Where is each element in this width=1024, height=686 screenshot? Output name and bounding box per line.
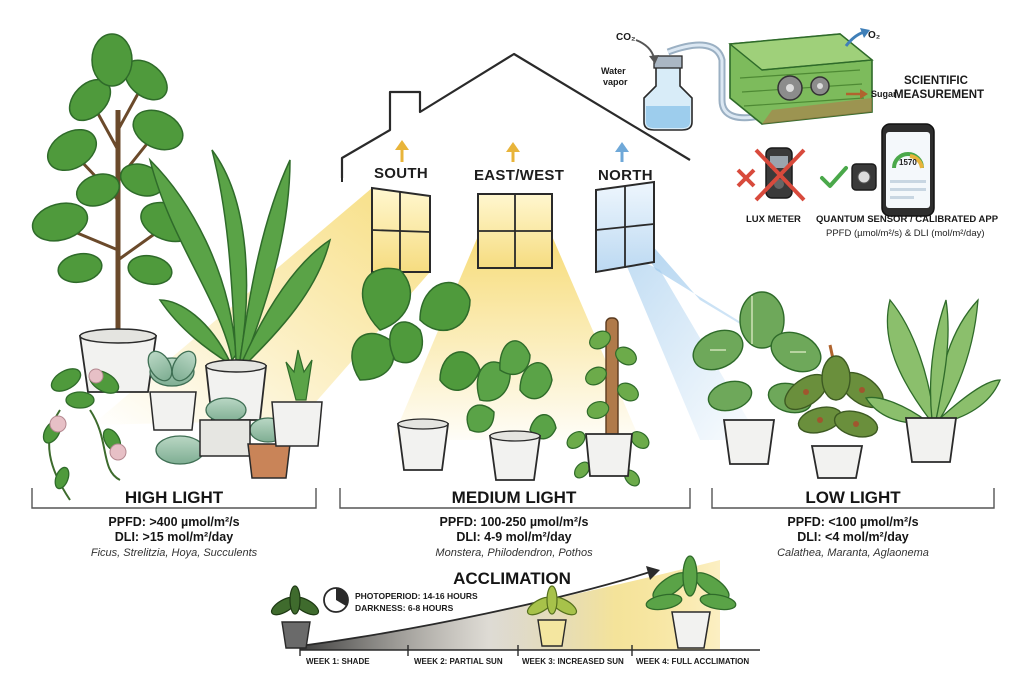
eastwest-window: [477, 193, 553, 269]
science-title-line1: SCIENTIFIC: [904, 75, 968, 87]
low-light-dli: DLI: <4 mol/m²/day: [797, 530, 909, 544]
week3-plant: [526, 585, 578, 647]
south-arrow-icon: [395, 140, 409, 162]
philodendron-plant: [466, 340, 557, 481]
co2-arrow-icon: [635, 39, 659, 64]
eastwest-arrow-icon: [506, 142, 520, 162]
app-reading: 1570: [899, 158, 917, 167]
co2-label: CO₂: [616, 32, 636, 43]
acclimation-diagram: [270, 555, 760, 656]
week-label-4: WEEK 4: FULL ACCLIMATION: [636, 657, 750, 666]
low-light-title: LOW LIGHT: [805, 488, 901, 507]
window-label-eastwest: EAST/WEST: [474, 167, 565, 184]
quantum-sensor-label: QUANTUM SENSOR / CALIBRATED APP: [816, 214, 999, 225]
north-arrow-icon: [615, 142, 629, 162]
sugar-label: Sugar: [871, 89, 897, 99]
low-light-ppfd: PPFD: <100 µmol/m²/s: [787, 515, 919, 529]
measurement-units: PPFD (µmol/m²/s) & DLI (mol/m²/day): [826, 228, 985, 239]
week4-plant: [645, 555, 737, 649]
photosynthesis-illustration: [635, 28, 874, 131]
window-label-north: NORTH: [598, 167, 653, 184]
o2-label: O₂: [868, 30, 881, 41]
lux-meter-label: LUX METER: [746, 214, 801, 225]
high-light-examples: Ficus, Strelitzia, Hoya, Succulents: [90, 547, 258, 559]
week-label-1: WEEK 1: SHADE: [306, 657, 370, 666]
acclimation-title: ACCLIMATION: [453, 569, 571, 588]
house-outline: [340, 52, 691, 178]
darkness-label: DARKNESS: 6-8 HOURS: [355, 603, 454, 613]
acclimation-arrow: [299, 571, 651, 647]
medium-light-examples: Monstera, Philodendron, Pothos: [435, 547, 593, 559]
week-label-3: WEEK 3: INCREASED SUN: [522, 657, 624, 666]
o2-arrow-icon: [844, 28, 870, 47]
north-window: [595, 180, 655, 274]
medium-light-title: MEDIUM LIGHT: [451, 488, 577, 507]
sugar-arrow-icon: [846, 89, 868, 99]
high-light-dli: DLI: >15 mol/m²/day: [114, 530, 234, 544]
window-label-south: SOUTH: [374, 165, 428, 182]
lux-meter-icon: [754, 147, 806, 202]
vapor-label: vapor: [603, 77, 628, 87]
photoperiod-label: PHOTOPERIOD: 14-16 HOURS: [355, 591, 478, 601]
ficus-plant: [31, 33, 196, 393]
medium-light-ppfd: PPFD: 100-250 µmol/m²/s: [439, 515, 589, 529]
week1-plant: [270, 585, 320, 649]
calathea-plant: [692, 291, 822, 465]
monstera-plant: [351, 267, 481, 471]
zone-brackets: [31, 488, 995, 509]
low-light-examples: Calathea, Maranta, Aglaonema: [777, 547, 929, 559]
high-light-title: HIGH LIGHT: [124, 488, 224, 507]
high-light-ppfd: PPFD: >400 µmol/m²/s: [108, 515, 240, 529]
acclimation-ramp: [300, 560, 720, 650]
hoya-plant: [42, 368, 127, 501]
medium-light-dli: DLI: 4-9 mol/m²/day: [456, 530, 572, 544]
clock-icon: [323, 587, 349, 613]
quantum-sensor-icon: [851, 163, 877, 191]
cross-icon: [736, 168, 756, 188]
phone-icon: [881, 123, 935, 217]
check-icon: [820, 166, 848, 188]
succulent-plants: [147, 349, 323, 479]
week-label-2: WEEK 2: PARTIAL SUN: [414, 657, 503, 666]
gear-icon: [777, 75, 830, 101]
south-window: [371, 186, 431, 273]
water-label: Water: [601, 66, 626, 76]
aglaonema-plant: [864, 298, 1001, 463]
pothos-plant: [566, 317, 650, 487]
science-title-line2: MEASUREMENT: [894, 89, 985, 101]
